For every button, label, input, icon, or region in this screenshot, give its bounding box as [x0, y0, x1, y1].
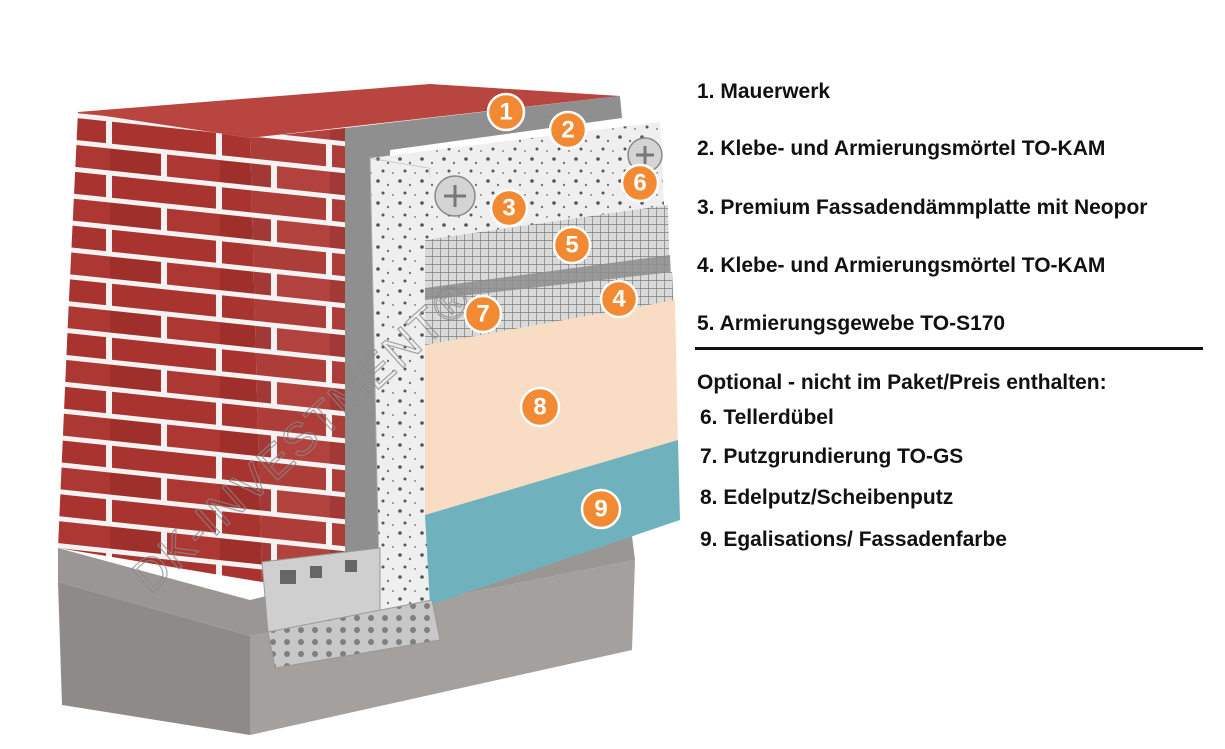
svg-text:6: 6	[633, 170, 646, 197]
legend-item-4: 4. Klebe- und Armierungsmörtel TO-KAM	[697, 254, 1106, 277]
adhesive-layer	[345, 96, 622, 575]
callout-3: 3	[489, 188, 529, 228]
base-profile-rail	[267, 599, 441, 669]
legend-optional-item-7: 7. Putzgrundierung TO-GS	[700, 445, 964, 468]
legend-item-1: 1. Mauerwerk	[697, 80, 831, 103]
plate-anchor-left	[434, 175, 476, 217]
concrete-base-side	[250, 560, 635, 735]
base-profile-hole	[345, 560, 357, 572]
callout-5: 5	[552, 225, 592, 265]
svg-text:7: 7	[476, 301, 489, 328]
base-profile-hole	[280, 570, 296, 584]
callout-9: 9	[580, 488, 622, 530]
legend-item-5: 5. Armierungsgewebe TO-S170	[697, 312, 1006, 335]
callout-8: 8	[519, 386, 561, 428]
base-profile-hole	[310, 566, 322, 578]
legend-optional-item-9: 9. Egalisations/ Fassadenfarbe	[700, 528, 1007, 551]
legend-optional-item-8: 8. Edelputz/Scheibenputz	[700, 486, 954, 509]
brick-wall-top	[78, 84, 620, 138]
svg-text:9: 9	[594, 496, 607, 523]
legend-divider	[695, 347, 1203, 350]
callout-6: 6	[620, 163, 660, 203]
concrete-base-front	[58, 582, 250, 735]
brick-wall-front	[58, 112, 262, 582]
callout-7: 7	[463, 294, 503, 334]
svg-text:5: 5	[565, 232, 578, 259]
svg-text:1: 1	[499, 99, 512, 126]
callout-2: 2	[548, 110, 588, 150]
callout-1: 1	[486, 92, 526, 132]
masonry-side	[250, 128, 345, 582]
svg-text:4: 4	[612, 286, 626, 313]
paint-layer	[425, 440, 680, 605]
svg-text:2: 2	[561, 117, 574, 144]
svg-text:3: 3	[502, 195, 515, 222]
svg-text:8: 8	[533, 394, 546, 421]
legend-item-2: 2. Klebe- und Armierungsmörtel TO-KAM	[697, 137, 1106, 160]
legend-item-3: 3. Premium Fassadendämmplatte mit Neopor	[697, 196, 1148, 219]
legend-optional-item-6: 6. Tellerdübel	[700, 406, 834, 429]
legend-optional-heading: Optional - nicht im Paket/Preis enthalte…	[697, 371, 1107, 394]
callout-4: 4	[599, 279, 639, 319]
